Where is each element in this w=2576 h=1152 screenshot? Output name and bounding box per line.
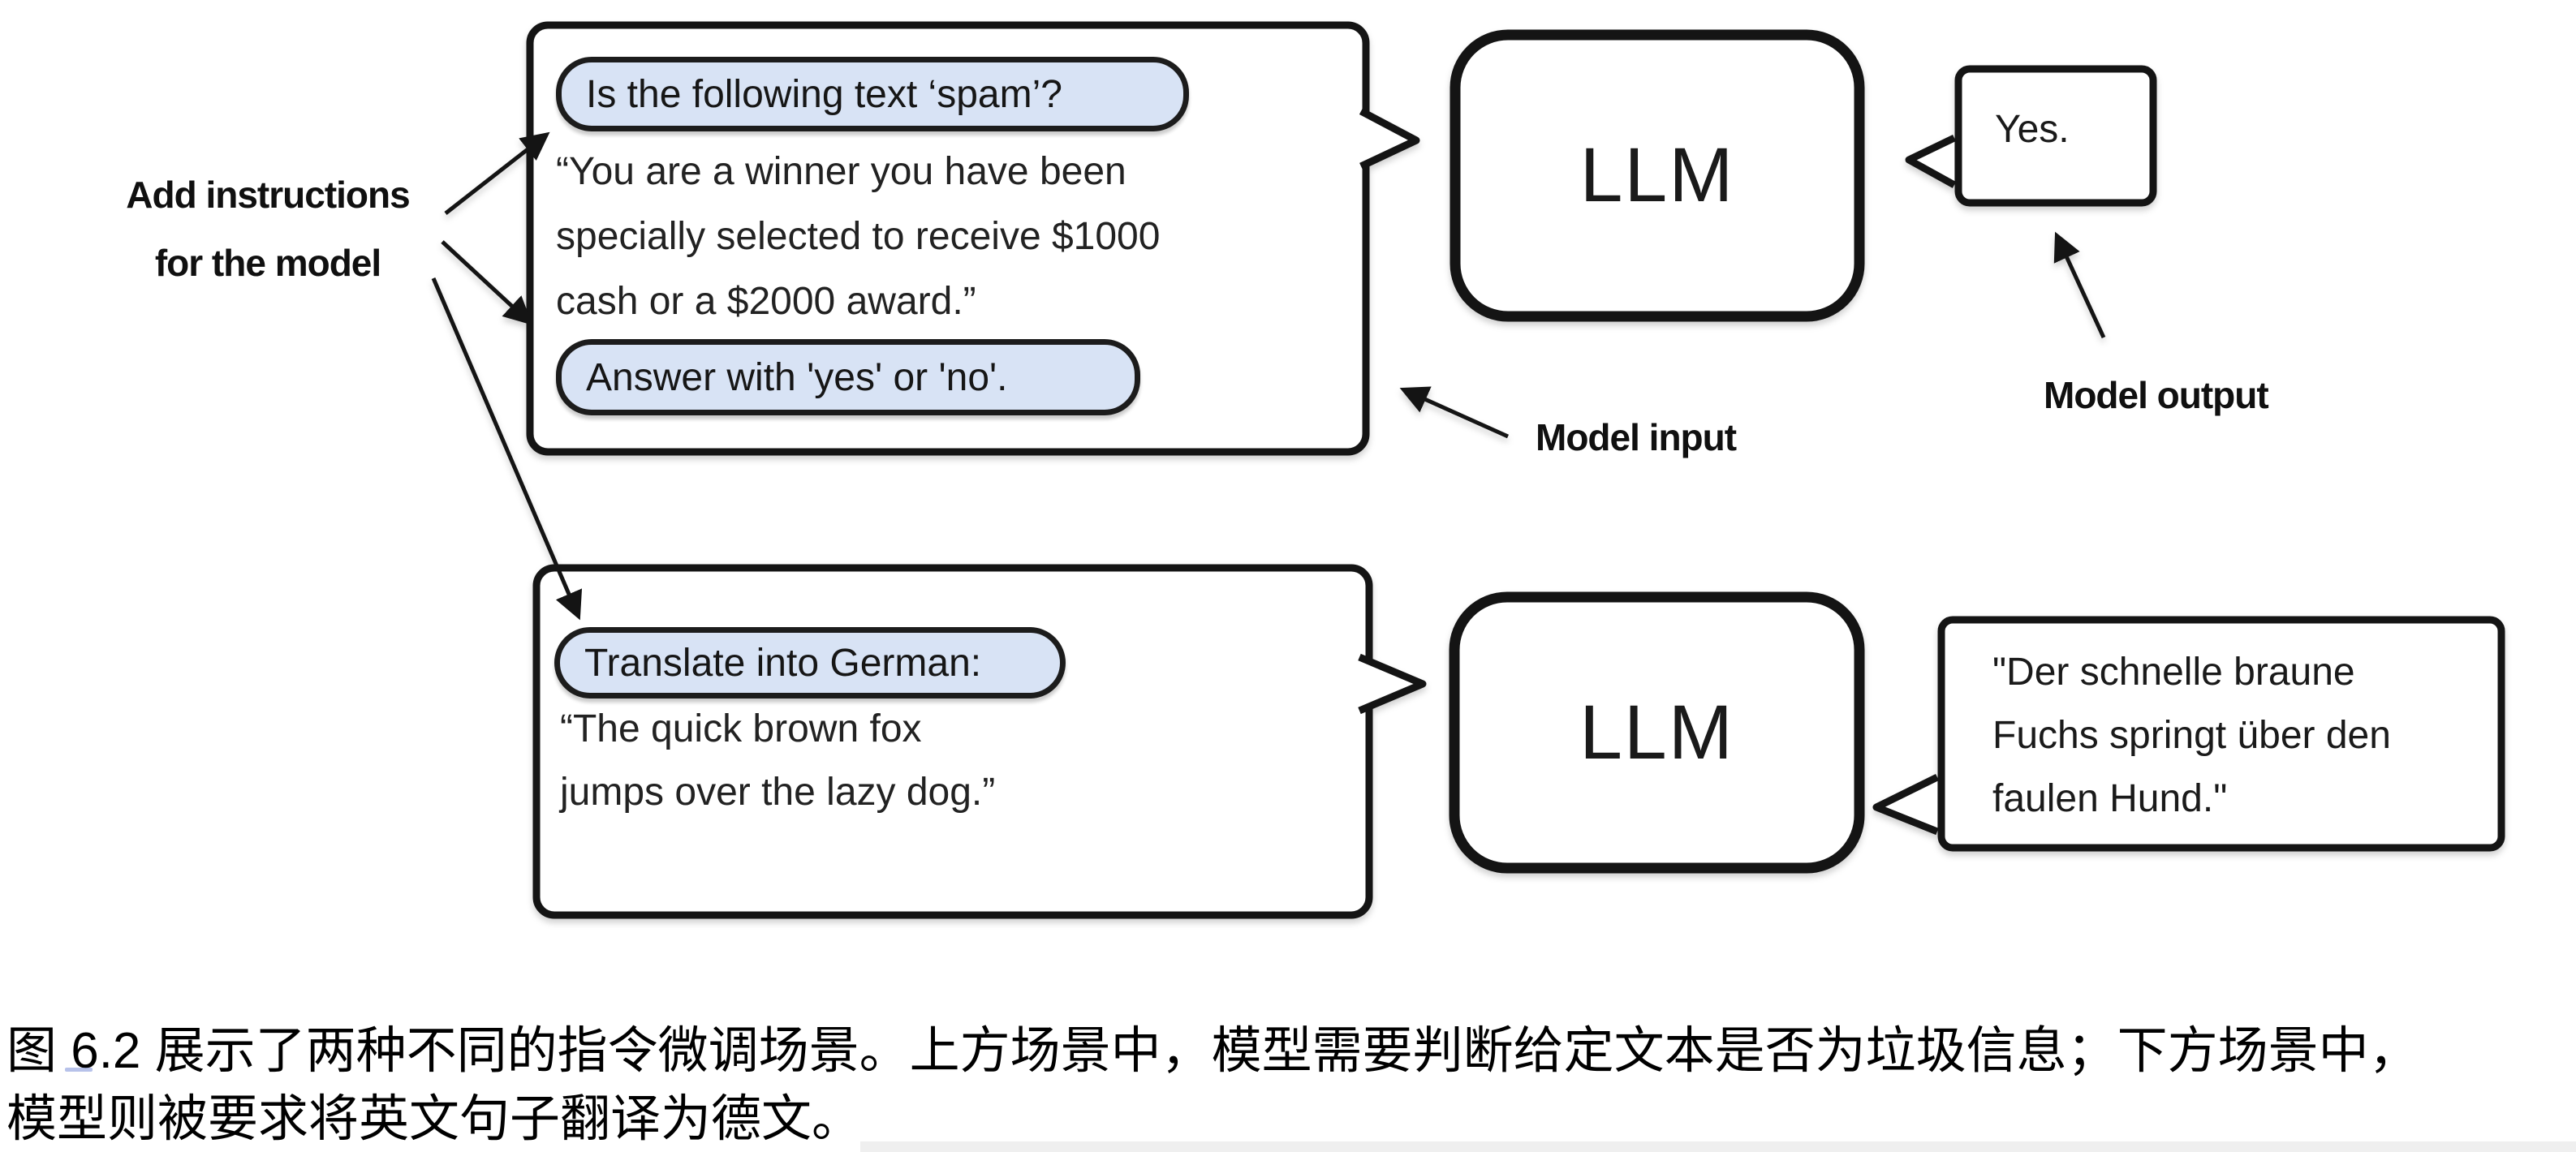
model-output-label: Model output [2044,374,2269,416]
translate-output-bubble [1937,616,2505,852]
llm-label-bottom: LLM [1579,689,1734,776]
caption-line-1: 图 6.2 展示了两种不同的指令微调场景。上方场景中，模型需要判断给定文本是否为… [6,1023,2419,1079]
instruction-pill-spam: Is the following text ‘spam’? [556,57,1189,131]
model-input-label: Model input [1536,416,1737,458]
instruction-pill-answer-label: Answer with 'yes' or 'no'. [586,355,1008,399]
llm-node-top [1450,29,1865,322]
arrow-model-output-label [2053,231,2106,339]
spam-input-bubble-tail [1359,108,1420,170]
caption-line-2: 模型则被要求将英文句子翻译为德文。 [6,1091,863,1147]
llm-label-top: LLM [1579,132,1735,218]
bottom-gray-strip [860,1141,2576,1152]
spam-output-bubble-tail [1905,134,1957,188]
instruction-pill-spam-label: Is the following text ‘spam’? [586,72,1062,116]
spam-output-bubble [1954,65,2157,207]
spam-document-text: “You are a winner you have been speciall… [556,150,1161,323]
arrow-add-instructions-to-translate-pill [431,277,583,621]
translate-source-text: “The quick brown fox jumps over the lazy… [560,707,996,814]
translate-output-bubble-tail [1872,773,1939,836]
caption-underline-artifact [65,1068,93,1072]
translate-input-bubble-tail [1358,653,1427,715]
llm-node-bottom [1449,591,1865,874]
instruction-pill-translate: Translate into German: [554,627,1066,699]
add-instructions-label: Add instructions for the model [126,174,410,284]
instruction-pill-answer: Answer with 'yes' or 'no'. [556,339,1140,415]
arrow-add-instructions-to-bottom-pill [441,240,533,325]
spam-output-text: Yes. [1995,108,2070,151]
translate-output-text: "Der schnelle braune Fuchs springt über … [1992,651,2391,820]
arrow-model-input-label [1399,386,1510,439]
arrow-add-instructions-to-top-pill [444,131,550,215]
instruction-pill-translate-label: Translate into German: [584,641,982,685]
